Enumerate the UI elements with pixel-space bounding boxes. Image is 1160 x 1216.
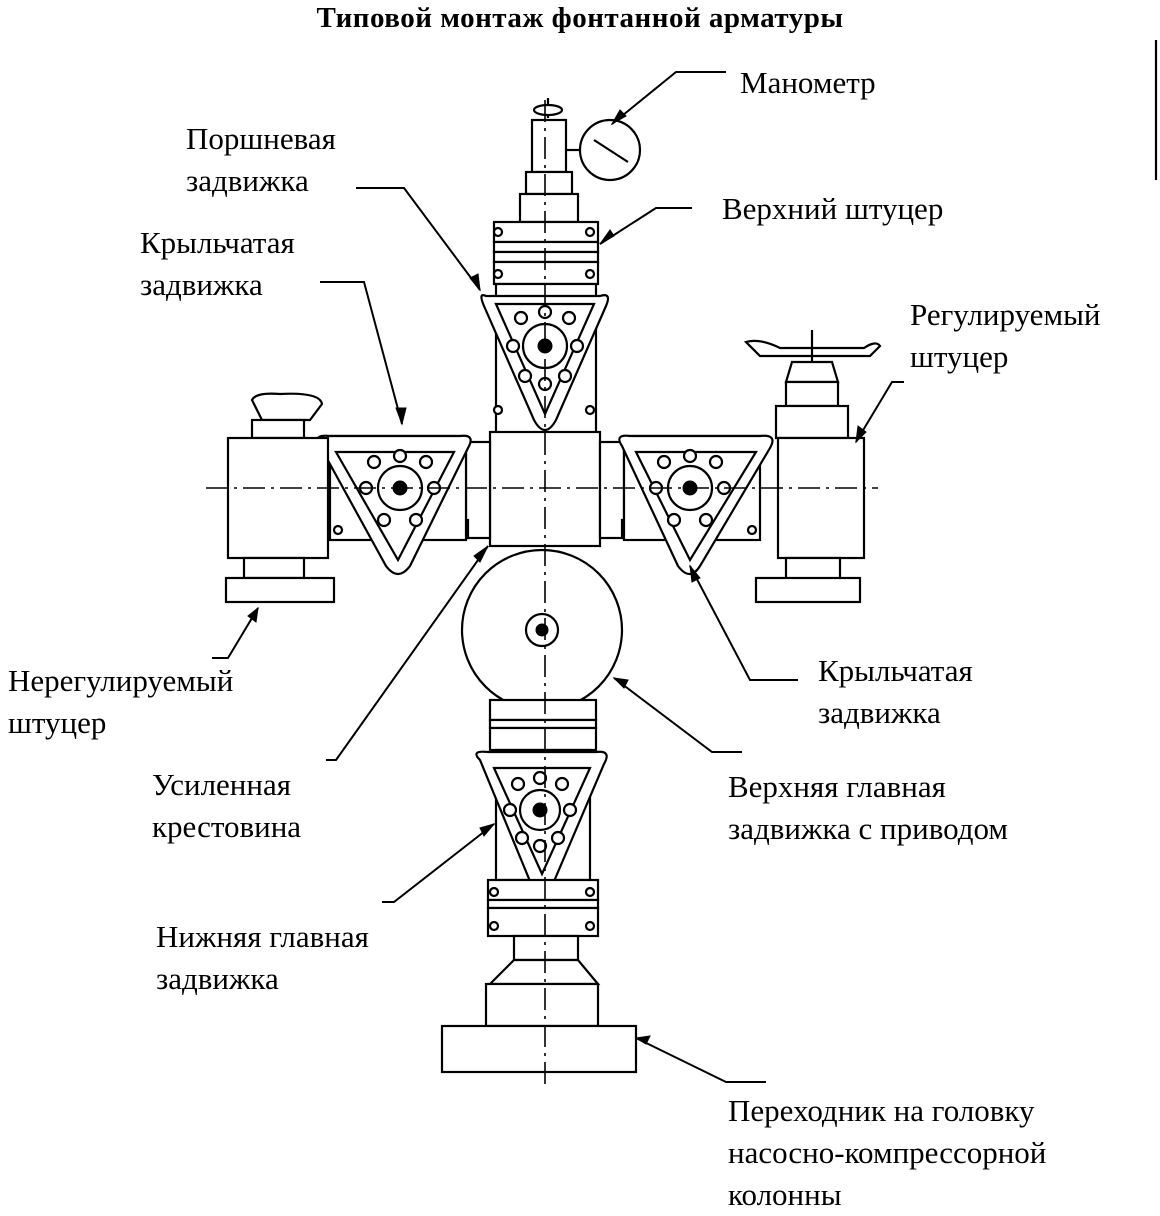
- leader-arrowheads: [247, 109, 867, 1045]
- label-upper-master-valve: Верхняя главная задвижка с приводом: [728, 766, 1008, 850]
- label-left-wing-valve-line1: Крыльчатая: [140, 225, 295, 260]
- label-upper-master-valve-line1: Верхняя главная: [728, 769, 946, 804]
- label-fixed-choke-line2: штуцер: [8, 705, 107, 740]
- label-lower-master-valve-line2: задвижка: [156, 961, 279, 996]
- adapter-drawing: [440, 934, 638, 1074]
- label-adapter: Переходник на головку насосно-компрессор…: [728, 1090, 1046, 1216]
- label-right-wing-valve-line1: Крыльчатая: [818, 653, 973, 688]
- adjustable-choke-drawing: [743, 330, 882, 604]
- lower-master-valve-drawing: [475, 748, 608, 896]
- label-adapter-line3: колонны: [728, 1177, 842, 1212]
- upper-master-valve-drawing: [460, 548, 624, 712]
- leader-lines: [212, 71, 904, 1083]
- right-wing-valve-drawing: [618, 434, 774, 576]
- label-piston-valve: Поршневая задвижка: [186, 118, 336, 202]
- diagram-title: Типовой монтаж фонтанной арматуры: [316, 2, 844, 34]
- label-right-wing-valve: Крыльчатая задвижка: [818, 650, 973, 734]
- label-lower-master-valve-line1: Нижняя главная: [156, 919, 369, 954]
- label-adjustable-choke-line1: Регулируемый: [910, 297, 1101, 332]
- label-reinforced-cross-line1: Усиленная: [152, 767, 292, 802]
- label-adjustable-choke: Регулируемый штуцер: [910, 294, 1100, 378]
- upper-choke-drawing: [492, 192, 600, 286]
- fixed-choke-drawing: [224, 392, 336, 604]
- label-right-wing-valve-line2: задвижка: [818, 695, 941, 730]
- label-fixed-choke: Нерегулируемый штуцер: [8, 660, 233, 744]
- label-upper-choke: Верхний штуцер: [722, 188, 943, 230]
- label-upper-master-valve-line2: задвижка с приводом: [728, 811, 1009, 846]
- label-fixed-choke-line1: Нерегулируемый: [8, 663, 234, 698]
- label-left-wing-valve: Крыльчатая задвижка: [140, 222, 295, 306]
- left-wing-valve-drawing: [316, 434, 472, 576]
- spool-drawing: [488, 698, 598, 752]
- lower-flange-drawing: [486, 878, 600, 938]
- manometer-drawing: [524, 98, 642, 196]
- label-reinforced-cross-line2: крестовина: [152, 809, 302, 844]
- label-upper-choke-text: Верхний штуцер: [722, 191, 944, 226]
- label-adapter-line1: Переходник на головку: [728, 1093, 1035, 1128]
- label-adapter-line2: насосно-компрессорной: [728, 1135, 1047, 1170]
- label-manometer-text: Манометр: [740, 65, 876, 100]
- label-manometer: Манометр: [740, 62, 876, 104]
- label-piston-valve-line2: задвижка: [186, 163, 309, 198]
- label-piston-valve-line1: Поршневая: [186, 121, 336, 156]
- label-reinforced-cross: Усиленная крестовина: [152, 764, 301, 848]
- piston-valve-drawing: [480, 282, 610, 436]
- label-adjustable-choke-line2: штуцер: [910, 339, 1009, 374]
- label-left-wing-valve-line2: задвижка: [140, 267, 263, 302]
- label-lower-master-valve: Нижняя главная задвижка: [156, 916, 369, 1000]
